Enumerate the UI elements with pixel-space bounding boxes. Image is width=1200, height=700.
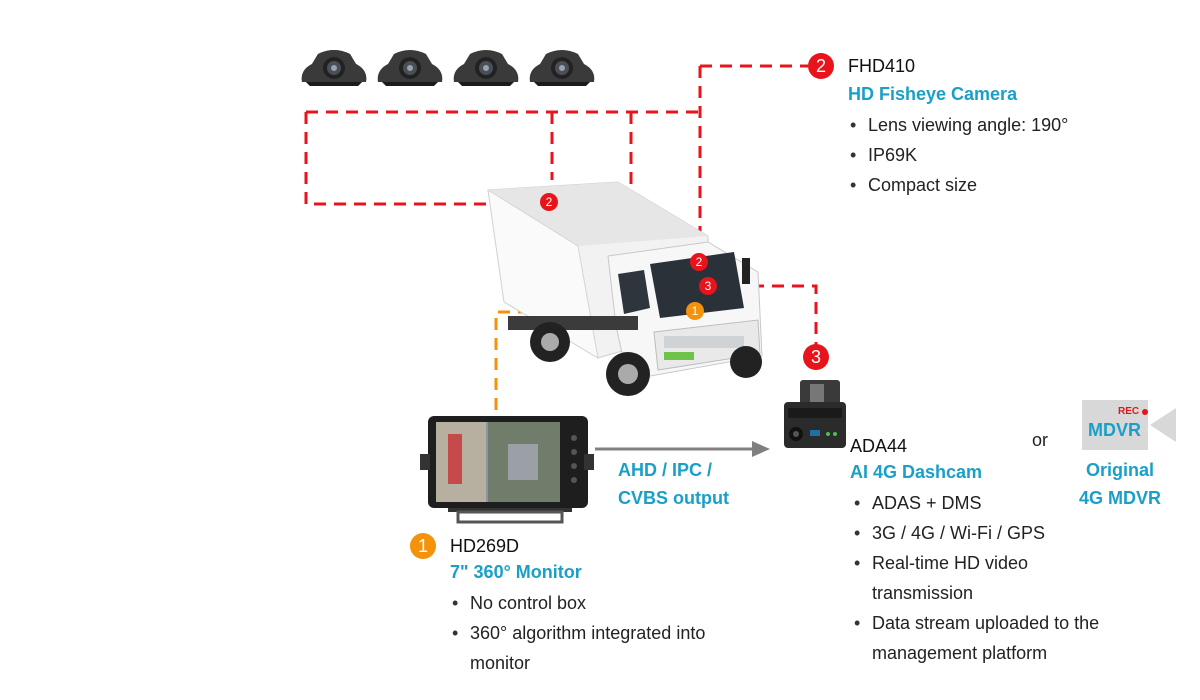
- truck-illustration: [487, 181, 763, 396]
- or-label: or: [1032, 430, 1049, 450]
- truck-marker-camera-side: 2: [540, 193, 558, 211]
- fisheye-camera-icon: [301, 50, 367, 86]
- truck-marker-monitor: 1: [686, 302, 704, 320]
- dashcam-feature: ADAS + DMS: [850, 488, 1150, 518]
- mdvr-title-line1: Original: [1085, 460, 1154, 480]
- mdvr-icon-label: MDVR: [1088, 420, 1141, 440]
- output-label: AHD / IPC / CVBS output: [618, 456, 729, 512]
- fisheye-cameras: [301, 50, 595, 86]
- camera-badge: 2: [808, 53, 834, 79]
- dashcam-title: AI 4G Dashcam: [850, 462, 983, 482]
- dashcam-feature-list: ADAS + DMS 3G / 4G / Wi-Fi / GPS Real-ti…: [850, 488, 1150, 668]
- mdvr-title: Original 4G MDVR: [1070, 456, 1170, 512]
- mdvr-rec-label: REC: [1118, 406, 1140, 417]
- truck-marker-camera-front: 2: [690, 253, 708, 271]
- monitor-model: HD269D: [450, 536, 520, 556]
- camera-feature: Compact size: [846, 170, 1146, 200]
- output-arrow-head: [752, 441, 770, 457]
- monitor-badge: 1: [410, 533, 436, 559]
- dashcam-feature: Real-time HD video transmission: [850, 548, 1072, 608]
- camera-feature-list: Lens viewing angle: 190° IP69K Compact s…: [846, 110, 1146, 200]
- monitor-device: [420, 416, 594, 524]
- output-label-line2: CVBS output: [618, 488, 729, 508]
- truck-marker-dashcam: 3: [699, 277, 717, 295]
- fisheye-camera-icon: [377, 50, 443, 86]
- camera-model: FHD410: [848, 56, 916, 76]
- mdvr-title-line2: 4G MDVR: [1078, 488, 1161, 508]
- dashcam-feature: Data stream uploaded to the management p…: [850, 608, 1152, 668]
- dashcam-feature: 3G / 4G / Wi-Fi / GPS: [850, 518, 1150, 548]
- camera-title: HD Fisheye Camera: [848, 84, 1018, 104]
- output-label-line1: AHD / IPC /: [618, 460, 713, 480]
- fisheye-camera-icon: [529, 50, 595, 86]
- camera-feature: Lens viewing angle: 190°: [846, 110, 1146, 140]
- mdvr-icon: REC MDVR: [1082, 400, 1176, 450]
- monitor-feature: 360° algorithm integrated into monitor: [448, 618, 740, 678]
- monitor-title: 7" 360° Monitor: [450, 562, 582, 582]
- dashcam-device: [784, 380, 846, 448]
- monitor-feature-list: No control box 360° algorithm integrated…: [448, 588, 748, 678]
- monitor-feature: No control box: [448, 588, 748, 618]
- fisheye-camera-icon: [453, 50, 519, 86]
- dashcam-model: ADA44: [850, 436, 908, 456]
- camera-feature: IP69K: [846, 140, 1146, 170]
- dashcam-badge: 3: [803, 344, 829, 370]
